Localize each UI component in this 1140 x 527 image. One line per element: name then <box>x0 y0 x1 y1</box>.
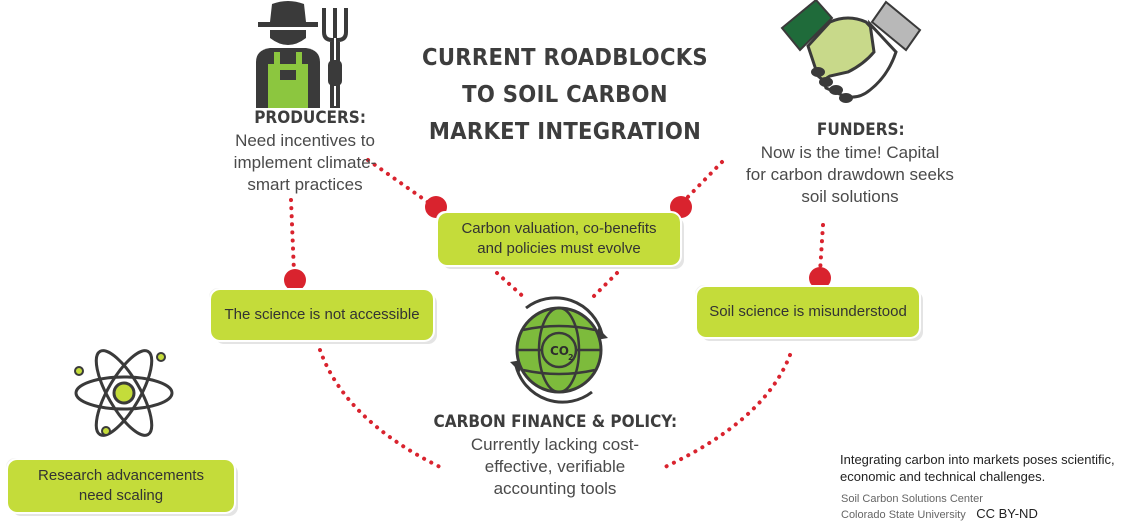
valuation-pill: Carbon valuation, co-benefits and polici… <box>436 211 682 267</box>
handshake-icon <box>780 0 922 103</box>
caption-line-1: Integrating carbon into markets poses sc… <box>840 452 1115 467</box>
pitchfork-icon <box>322 8 348 108</box>
red-dot-science <box>284 269 306 291</box>
producers-heading: PRODUCERS: <box>254 108 366 128</box>
science-not-accessible-pill: The science is not accessible <box>209 288 435 342</box>
funders-line-2: for carbon drawdown seeks <box>746 165 954 184</box>
science-misunderstood-label: Soil science is misunderstood <box>709 303 907 320</box>
soil-science-misunderstood-pill: Soil science is misunderstood <box>695 285 921 339</box>
funders-description: Now is the time! Capital for carbon draw… <box>730 142 970 208</box>
image-caption: Integrating carbon into markets poses sc… <box>840 451 1138 485</box>
research-pill: Research advancements need scaling <box>6 458 236 514</box>
farmer-icon <box>256 1 348 108</box>
co2-subscript: 2 <box>568 353 574 362</box>
caption-line-2: economic and technical challenges. <box>840 469 1046 484</box>
funders-line-1: Now is the time! Capital <box>760 143 940 162</box>
finance-line-1: Currently lacking cost- <box>470 435 640 454</box>
research-line-2: need scaling <box>78 487 164 504</box>
producers-description: Need incentives to implement climate- sm… <box>205 130 405 196</box>
funders-line-3: soil solutions <box>801 187 899 206</box>
connector-producers-valuation <box>366 158 434 207</box>
producers-line-1: Need incentives to <box>235 131 375 150</box>
license-label: CC BY-ND <box>976 506 1038 521</box>
finance-line-3: accounting tools <box>493 479 617 498</box>
finance-line-2: effective, verifiable <box>484 457 626 476</box>
valuation-line-1: Carbon valuation, co-benefits <box>461 220 657 237</box>
co2-label: CO <box>550 344 569 358</box>
title-line-3: MARKET INTEGRATION <box>428 119 702 145</box>
producers-line-2: implement climate- <box>233 153 377 172</box>
connector-funders-science <box>818 223 825 274</box>
title-line-1: CURRENT ROADBLOCKS <box>422 45 708 71</box>
connector-science-finance <box>318 348 442 469</box>
connector-funders-valuation <box>681 160 724 204</box>
title-line-2: TO SOIL CARBON <box>462 82 668 108</box>
research-line-1: Research advancements <box>38 467 204 484</box>
connector-misunderstood-finance <box>663 353 792 469</box>
diagram-title: CURRENT ROADBLOCKS TO SOIL CARBON MARKET… <box>418 40 712 151</box>
producers-line-3: smart practices <box>247 175 363 194</box>
credit-line-1: Soil Carbon Solutions Center <box>841 493 983 505</box>
connector-valuation-globe-right <box>588 271 619 302</box>
credit-line-2: Colorado State University <box>841 509 966 521</box>
finance-heading: CARBON FINANCE & POLICY: <box>433 412 678 432</box>
funders-heading: FUNDERS: <box>816 120 905 140</box>
red-dot-valuation-left <box>425 196 447 218</box>
valuation-line-2: and policies must evolve <box>477 240 641 257</box>
co2-globe-icon: CO 2 <box>510 296 608 404</box>
red-dot-misunderstood <box>809 267 831 289</box>
connector-valuation-globe-left <box>495 271 529 302</box>
finance-description: Currently lacking cost- effective, verif… <box>430 434 680 500</box>
credit-row: Colorado State University CC BY-ND <box>841 505 1038 523</box>
connector-producers-science <box>289 198 296 274</box>
science-access-label: The science is not accessible <box>224 306 420 323</box>
red-dot-valuation-right <box>670 196 692 218</box>
atom-icon <box>74 349 174 437</box>
